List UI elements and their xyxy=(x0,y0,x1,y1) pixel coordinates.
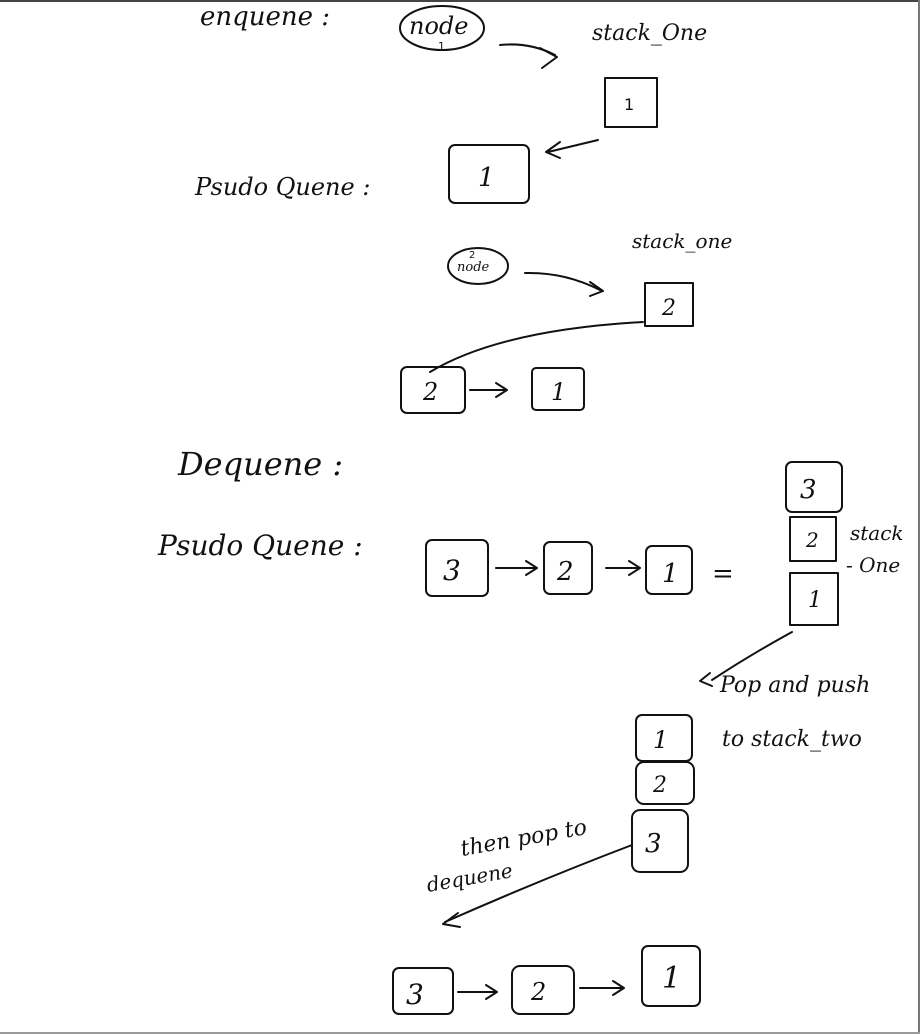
queue-value-2: 2 xyxy=(556,557,574,587)
queue-box-3 xyxy=(425,539,489,597)
node-2-ellipse xyxy=(447,247,509,285)
enqueue-heading: enquene : xyxy=(200,2,330,32)
final-queue-value-2: 2 xyxy=(530,978,546,1006)
stack-one-label-3b: - One xyxy=(846,553,900,577)
stack-two-value-2: 2 xyxy=(652,773,667,798)
then-pop-text: then pop to xyxy=(459,815,589,862)
window-bottom-border xyxy=(0,1032,920,1034)
pop-push-text-1: Pop and push xyxy=(719,673,870,698)
node-2-subscript: 2 xyxy=(469,250,475,261)
dequeue-heading: Dequene : xyxy=(177,445,343,483)
queue-value-1: 1 xyxy=(662,559,679,589)
stack-two-box-3 xyxy=(631,809,689,873)
stack-one-label-1: stack_One xyxy=(592,21,707,46)
pseudo-queue-heading-1: Psudo Quene : xyxy=(194,173,370,201)
final-queue-value-1: 1 xyxy=(662,961,681,996)
pop-push-text-2: to stack_two xyxy=(722,727,862,752)
stack-one-box-1 xyxy=(604,77,658,128)
stack-one-value-2: 2 xyxy=(661,296,676,321)
arrow-head xyxy=(495,382,508,398)
final-queue-box-2 xyxy=(511,965,575,1015)
arrow-head xyxy=(485,984,498,1000)
window-top-border xyxy=(0,0,920,2)
equals-sign: = xyxy=(712,559,734,589)
final-queue-box-3 xyxy=(392,967,454,1015)
pseudo-queue-value-2a: 2 xyxy=(422,378,438,406)
arrow-stack-to-queue-1 xyxy=(547,139,599,153)
pseudo-queue-box-2a xyxy=(400,366,466,414)
arrow-node1-to-stack xyxy=(499,43,556,56)
arrow-head xyxy=(442,912,461,928)
arrow-head xyxy=(589,281,604,297)
stack-one-vertical-3 xyxy=(785,461,843,513)
stack-two-value-3: 3 xyxy=(645,829,662,859)
stack-one-value-1: 1 xyxy=(624,95,634,114)
node-2-label: node xyxy=(457,260,490,275)
arrow-pop-push xyxy=(711,631,793,681)
stack-one-label-3a: stack xyxy=(850,521,904,545)
pseudo-queue-box-1 xyxy=(448,144,530,204)
final-queue-box-1 xyxy=(641,945,701,1007)
stack-one-label-2: stack_one xyxy=(632,229,732,253)
arrow-head xyxy=(628,560,641,576)
arrow-head xyxy=(545,141,561,159)
pseudo-queue-heading-2: Psudo Quene : xyxy=(157,529,363,562)
stack-two-box-2 xyxy=(635,761,695,805)
pseudo-queue-value-2b: 1 xyxy=(551,378,566,406)
pseudo-queue-box-2b xyxy=(531,367,585,411)
stack-one-box-2 xyxy=(644,282,694,327)
queue-value-3: 3 xyxy=(443,554,461,587)
dequeue-word: dequene xyxy=(425,858,515,897)
stack-two-value-1: 1 xyxy=(653,726,668,754)
queue-box-1 xyxy=(645,545,693,595)
node-1-ellipse xyxy=(399,5,485,51)
node-1-subscript: 1 xyxy=(438,40,445,53)
arrow-head xyxy=(612,980,625,996)
arrow-stack-to-queue-2 xyxy=(429,321,644,373)
window-right-border xyxy=(918,0,920,1034)
stack-one-vertical-value-1: 1 xyxy=(808,588,822,613)
node-1-label: node xyxy=(409,12,468,40)
queue-box-2 xyxy=(543,541,593,595)
stack-one-vertical-value-3: 3 xyxy=(800,475,817,505)
arrow-to-dequeue xyxy=(444,844,633,923)
pseudo-queue-value-1: 1 xyxy=(478,163,495,193)
arrow-head xyxy=(525,560,538,576)
arrow-head xyxy=(699,672,713,687)
stack-one-vertical-2 xyxy=(789,516,837,562)
final-queue-value-3: 3 xyxy=(406,978,424,1011)
arrow-node2-to-stack xyxy=(524,271,601,291)
stack-one-vertical-value-2: 2 xyxy=(805,528,819,552)
arrow-head xyxy=(539,47,558,69)
stack-one-vertical-1 xyxy=(789,572,839,626)
